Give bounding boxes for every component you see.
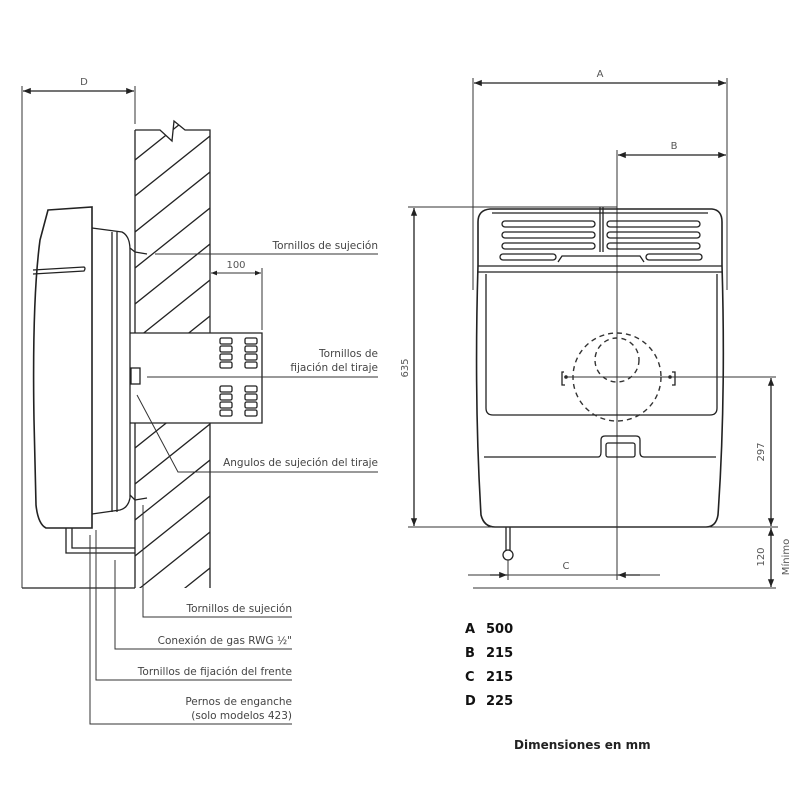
hatch-line — [135, 207, 210, 269]
dimension-c: C — [468, 560, 660, 580]
callout-angulos: Angulos de sujeción del tiraje — [223, 457, 378, 469]
flue-slot — [244, 393, 258, 401]
legend-key: A — [465, 622, 475, 637]
hatch-line — [135, 531, 210, 588]
wall-section — [134, 119, 211, 588]
gas-inlet — [505, 527, 511, 550]
hatch-line — [135, 243, 210, 305]
dimension-120: 120 Mínimo — [473, 528, 792, 589]
hatch-line — [135, 171, 210, 233]
flue-slot — [219, 393, 233, 401]
dim-d-label: D — [80, 77, 88, 88]
callouts: Tornillos de sujeción Tornillos de fijac… — [89, 240, 378, 725]
flue-slot — [244, 401, 258, 409]
callout-conexion-gas: Conexión de gas RWG ½" — [158, 635, 292, 647]
legend-value: 215 — [486, 646, 513, 661]
callout-fijacion-tiraje-2: fijación del tiraje — [290, 362, 378, 374]
flue-slot — [244, 385, 258, 393]
flue-slot — [244, 409, 258, 417]
control-handle — [484, 435, 716, 458]
hatch-line — [135, 567, 210, 588]
side-view: D 100 Tornillos de sujeción — [21, 77, 378, 725]
dim-c-label: C — [563, 561, 570, 572]
flue-slot — [244, 345, 258, 353]
dimension-d: D — [21, 77, 136, 588]
dimension-b: B — [618, 141, 726, 159]
flue-slot — [244, 337, 258, 345]
callout-pernos-2: (solo modelos 423) — [191, 710, 292, 722]
draft-bracket — [130, 367, 141, 385]
legend-key: C — [465, 670, 475, 685]
legend-key: D — [465, 694, 476, 709]
legend-value: 215 — [486, 670, 513, 685]
flue-tube: 100 — [130, 260, 263, 424]
hatch-line — [135, 423, 210, 485]
front-panel — [485, 274, 718, 416]
dim-635-label: 635 — [400, 358, 411, 377]
flue-slot — [219, 337, 233, 345]
dim-a-label: A — [597, 69, 604, 80]
legend-value: 225 — [486, 694, 513, 709]
fixing-screws — [134, 251, 148, 501]
flue-slot — [219, 361, 233, 369]
flue-slot — [219, 401, 233, 409]
flue-slot — [219, 353, 233, 361]
flue-slot — [219, 345, 233, 353]
flue-slot — [244, 361, 258, 369]
front-view: A B — [400, 69, 792, 589]
heater-side-body — [32, 206, 148, 529]
dimension-a: A — [472, 69, 728, 290]
dim-297-label: 297 — [756, 442, 767, 461]
heater-front-body — [475, 207, 725, 561]
gas-pipe — [65, 528, 135, 554]
hatch-line — [135, 495, 210, 557]
callout-tornillos-sujecion-top: Tornillos de sujeción — [271, 240, 378, 252]
callout-tornillos-sujecion-bottom: Tornillos de sujeción — [185, 603, 292, 615]
callout-fijacion-frente: Tornillos de fijación del frente — [137, 666, 292, 678]
hatch-line — [135, 315, 210, 377]
callout-fijacion-tiraje-1: Tornillos de — [318, 348, 378, 360]
hatch-line — [135, 459, 210, 521]
dim-120-label: 120 — [756, 547, 767, 566]
callout-pernos-1: Pernos de enganche — [185, 696, 292, 708]
hatch-line — [135, 279, 210, 341]
dim-100-label: 100 — [226, 260, 245, 271]
dimension-legend: A 500 B 215 C 215 D 225 Dimensiones en m… — [465, 622, 651, 752]
units-caption: Dimensiones en mm — [514, 738, 651, 752]
dimension-297: 297 — [565, 376, 776, 526]
flue-outline-inner — [594, 337, 640, 383]
hatch-line — [135, 351, 210, 413]
legend-key: B — [465, 646, 475, 661]
grille-louvers — [499, 220, 703, 263]
dim-minimo-label: Mínimo — [780, 539, 792, 575]
hatch-line — [135, 387, 210, 449]
flue-slots — [219, 337, 258, 417]
flue-slot — [219, 409, 233, 417]
flue-slot — [219, 385, 233, 393]
flue-slot — [244, 353, 258, 361]
dim-b-label: B — [671, 141, 678, 152]
legend-value: 500 — [486, 622, 513, 637]
dimension-635: 635 — [400, 206, 778, 528]
hatch-line — [135, 135, 210, 197]
